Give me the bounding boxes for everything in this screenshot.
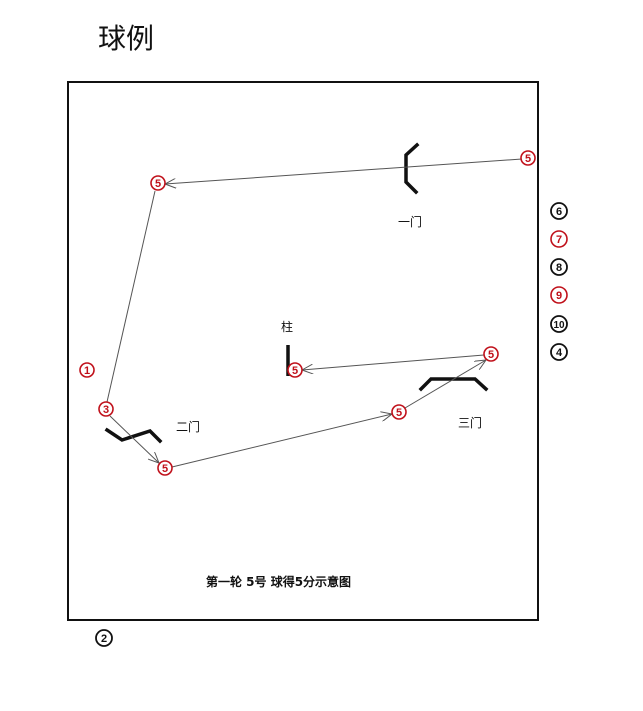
side-ball: 6 <box>550 202 568 220</box>
ball-number: 5 <box>525 153 531 165</box>
ball-marker <box>391 404 407 420</box>
ball-marker <box>95 629 113 647</box>
ball-number: 1 <box>84 365 90 377</box>
ball-number: 7 <box>556 234 562 246</box>
side-ball: 4 <box>550 343 568 361</box>
path-segment-2 <box>106 190 156 403</box>
ball-marker <box>157 460 173 476</box>
ball-number: 3 <box>103 404 109 416</box>
path-ball: 5 <box>287 362 303 378</box>
gate-2-label: 二门 <box>176 419 200 434</box>
path-ball: 5 <box>483 346 499 362</box>
ball-number: 5 <box>396 407 402 419</box>
path-segment-4 <box>171 414 392 468</box>
ball-marker <box>550 343 568 361</box>
court-border <box>67 81 539 621</box>
ball-number: 5 <box>162 463 168 475</box>
ball-marker <box>150 175 166 191</box>
ball-marker <box>550 315 568 333</box>
ball-number: 6 <box>556 206 562 218</box>
post-label: 柱 <box>281 319 293 334</box>
side-ball: 8 <box>550 258 568 276</box>
ball-marker <box>550 258 568 276</box>
ball-2: 2 <box>95 629 113 647</box>
ball-number: 10 <box>553 320 565 331</box>
ball-number: 4 <box>556 347 563 359</box>
ball-5-path <box>106 158 523 468</box>
ball-marker <box>79 362 95 378</box>
ball-marker <box>550 202 568 220</box>
ball-marker <box>287 362 303 378</box>
ball-number: 5 <box>488 349 494 361</box>
path-ball: 3 <box>98 401 114 417</box>
ball-marker <box>550 230 568 248</box>
path-ball: 5 <box>520 150 536 166</box>
diagram-caption: 第一轮 5号 球得5分示意图 <box>206 574 351 589</box>
ball-marker <box>520 150 536 166</box>
ball-marker <box>98 401 114 417</box>
gate-1 <box>404 142 420 195</box>
path-ball: 5 <box>157 460 173 476</box>
path-segment-6 <box>302 354 485 370</box>
path-ball: 5 <box>150 175 166 191</box>
ball-marker <box>550 286 568 304</box>
side-ball: 7 <box>550 230 568 248</box>
ball-1: 1 <box>79 362 95 378</box>
path-segment-1 <box>165 158 523 184</box>
gate-2 <box>104 427 163 444</box>
ball-number: 2 <box>101 633 107 645</box>
path-ball: 5 <box>391 404 407 420</box>
gate-1-label: 一门 <box>398 214 422 229</box>
side-ball: 10 <box>550 315 568 333</box>
path-segment-5 <box>404 360 486 409</box>
ball-number: 5 <box>155 178 161 190</box>
side-ball: 9 <box>550 286 568 304</box>
ball-marker <box>483 346 499 362</box>
gate-3-label: 三门 <box>458 415 482 430</box>
path-segment-3 <box>109 415 159 463</box>
ball-number: 8 <box>556 262 562 274</box>
gate-3 <box>418 377 489 392</box>
page-title: 球例 <box>98 22 154 55</box>
ball-number: 5 <box>292 365 298 377</box>
ball-number: 9 <box>556 290 562 302</box>
